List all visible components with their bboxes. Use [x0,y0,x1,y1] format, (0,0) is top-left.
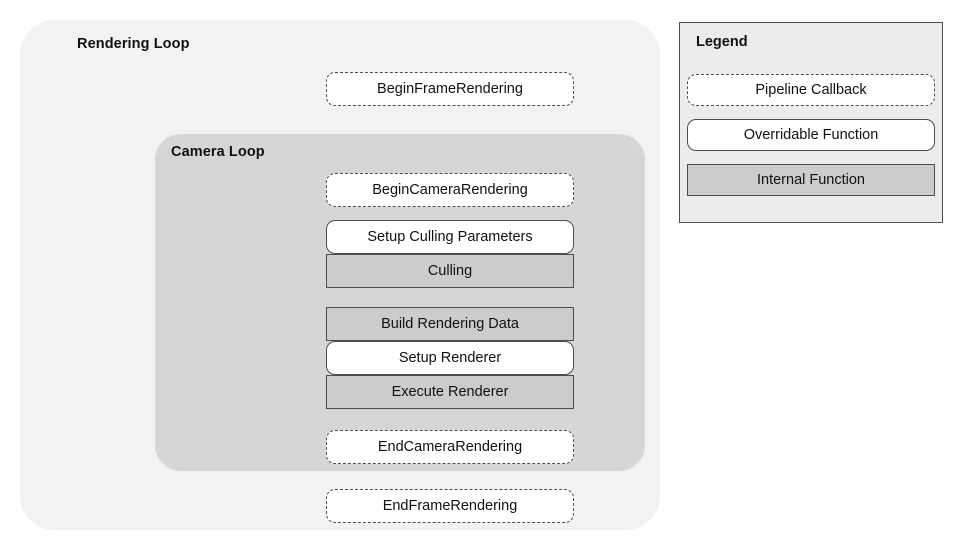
legend-title: Legend [696,34,748,50]
flow-node-build-rendering-data[interactable]: Build Rendering Data [326,307,574,341]
flow-node-beginframerendering[interactable]: BeginFrameRendering [326,72,574,106]
rendering-loop-label: Rendering Loop [77,36,190,52]
flow-node-begincamerarendering[interactable]: BeginCameraRendering [326,173,574,207]
flow-node-culling[interactable]: Culling [326,254,574,288]
flow-node-setup-culling-parameters[interactable]: Setup Culling Parameters [326,220,574,254]
legend-item-overridable: Overridable Function [687,119,935,151]
legend-item-callback: Pipeline Callback [687,74,935,106]
flow-node-endframerendering[interactable]: EndFrameRendering [326,489,574,523]
flow-node-endcamerarendering[interactable]: EndCameraRendering [326,430,574,464]
camera-loop-label: Camera Loop [171,144,265,160]
flow-node-execute-renderer[interactable]: Execute Renderer [326,375,574,409]
flow-node-setup-renderer[interactable]: Setup Renderer [326,341,574,375]
legend-item-internal: Internal Function [687,164,935,196]
